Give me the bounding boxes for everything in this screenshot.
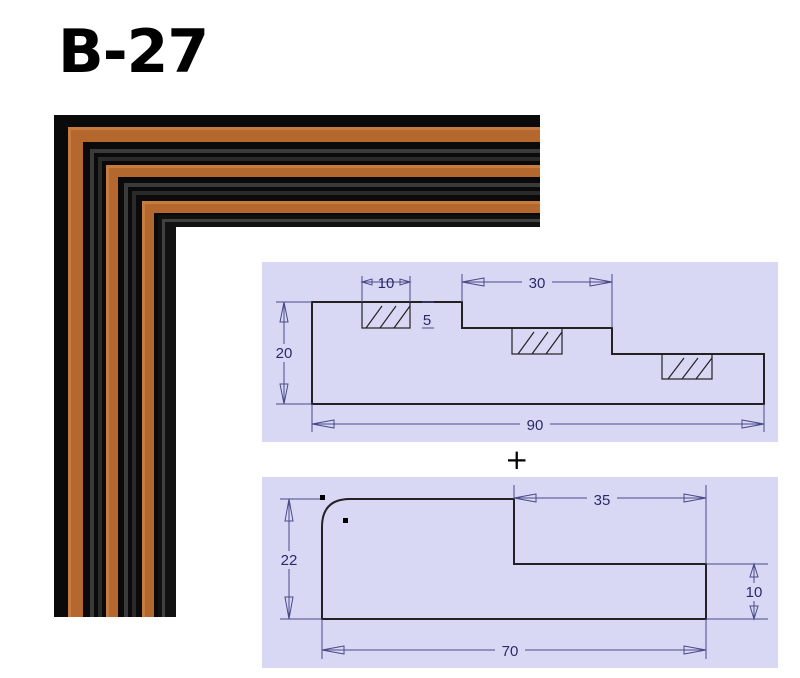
dim-width-bottom: 70: [502, 643, 519, 660]
dim-groove-depth: 5: [423, 312, 431, 329]
dim-groove-width: 10: [378, 275, 395, 292]
drawing-panel-bottom: [262, 477, 778, 668]
dim-height-top: 20: [276, 345, 293, 362]
frame-corner-photo: [54, 115, 540, 617]
dim-step-bottom: 35: [594, 492, 611, 509]
plus-sign: +: [505, 443, 529, 476]
hatched-insert: [661, 353, 713, 380]
dim-height-bottom: 22: [281, 552, 298, 569]
hatched-insert: [361, 301, 411, 329]
profile-outline-bottom: [321, 498, 707, 620]
corner-marker: [320, 495, 325, 500]
profile-drawing-top: 10 5 30 20 90: [262, 262, 778, 442]
dim-step-top: 30: [529, 275, 546, 292]
hatched-insert: [511, 327, 563, 355]
dim-lip-bottom: 10: [746, 584, 763, 601]
dim-width-top: 90: [527, 417, 544, 434]
profile-drawing-bottom: 35 22 10 70: [262, 477, 778, 668]
product-code-title: B-27: [58, 17, 209, 87]
corner-marker: [343, 518, 348, 523]
